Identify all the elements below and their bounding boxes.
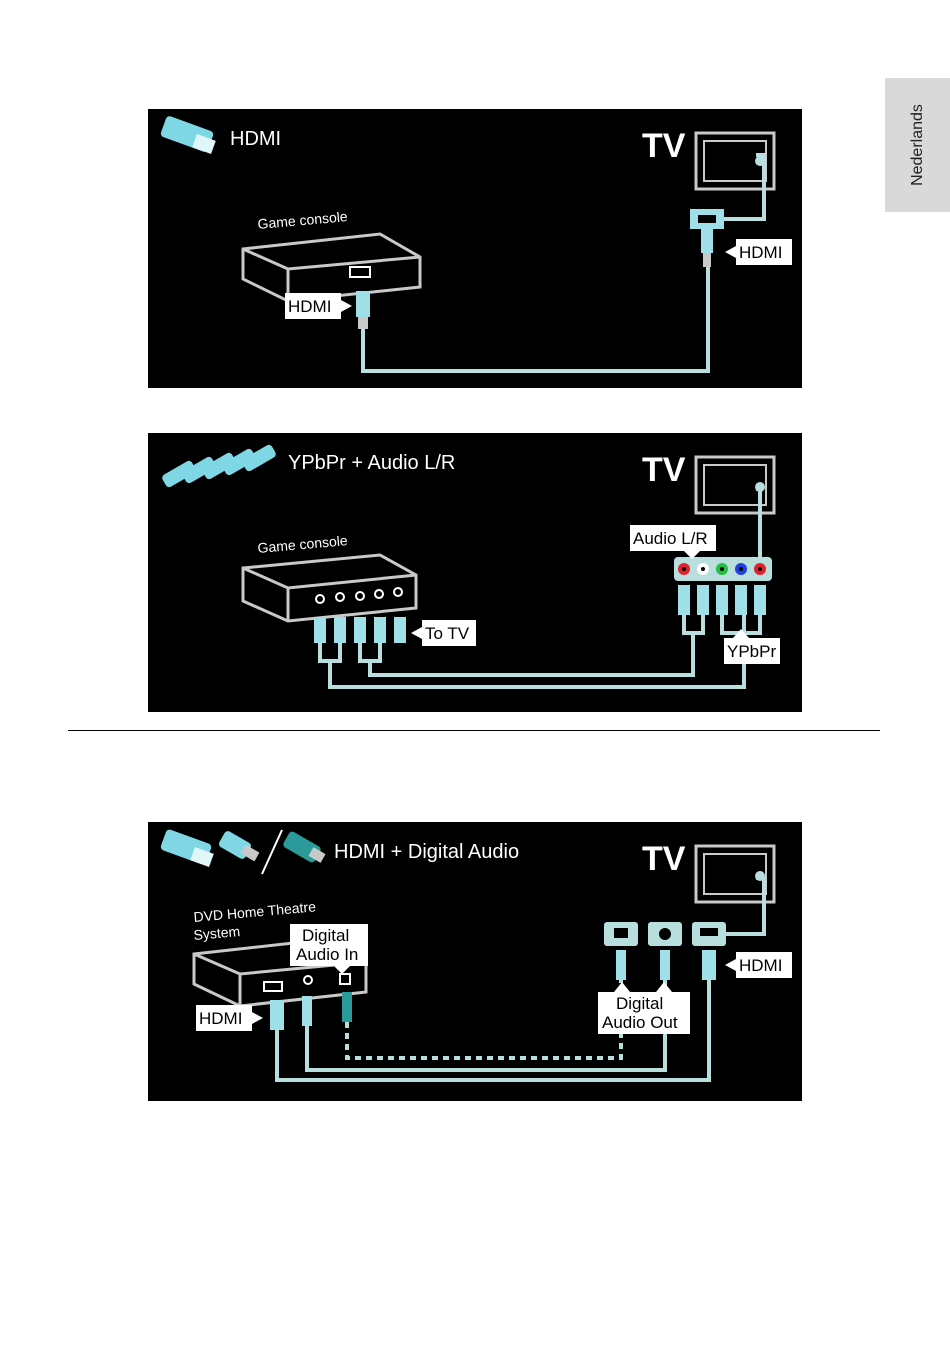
audio-callout: Audio L/R <box>630 525 716 559</box>
diagram-title: YPbPr + Audio L/R <box>288 452 455 474</box>
optical-plug-icon <box>282 830 326 864</box>
svg-text:Digital: Digital <box>616 994 663 1013</box>
hdmi-digital-audio-connection-diagram: HDMI + Digital Audio TV DVD Home Theatre… <box>148 822 802 1101</box>
device-optical-port <box>340 974 350 984</box>
tv-label: TV <box>642 127 686 165</box>
device-rca-ports <box>316 588 402 603</box>
hdmi-cable <box>363 267 708 371</box>
svg-text:HDMI: HDMI <box>739 243 782 262</box>
svg-text:HDMI: HDMI <box>199 1009 242 1028</box>
device-hdmi-callout: HDMI <box>285 293 352 319</box>
game-console-icon <box>243 234 420 301</box>
ypbpr-audio-connection-diagram: YPbPr + Audio L/R TV Game console <box>148 433 802 712</box>
device-label: Game console <box>257 208 349 232</box>
svg-text:HDMI: HDMI <box>739 956 782 975</box>
device-hdmi-port <box>350 267 370 277</box>
device-hdmi-callout: HDMI <box>196 1005 263 1031</box>
device-coax-port <box>304 976 312 984</box>
svg-text:Audio L/R: Audio L/R <box>633 529 708 548</box>
game-console-icon <box>243 555 416 621</box>
tv-label: TV <box>642 451 686 489</box>
device-hdmi-port <box>264 982 282 991</box>
tv-hdmi-callout: HDMI <box>725 952 792 978</box>
audio-cable <box>360 615 703 675</box>
hdmi-plug-icon <box>160 828 214 867</box>
to-tv-callout: To TV <box>411 620 476 646</box>
device-label: Game console <box>257 532 349 556</box>
section-divider <box>68 730 880 731</box>
hdmi-plug-icon <box>160 115 216 154</box>
device-label-line1: DVD Home Theatre <box>193 898 317 925</box>
tv-label: TV <box>642 840 686 878</box>
svg-text:To TV: To TV <box>425 624 470 643</box>
diagram-title: HDMI <box>230 128 281 150</box>
device-label-line2: System <box>193 923 241 943</box>
coaxial-plug-icon <box>218 830 260 862</box>
svg-text:Audio Out: Audio Out <box>602 1013 678 1032</box>
svg-text:Digital: Digital <box>302 926 349 945</box>
rca-plugs-icon <box>161 443 277 488</box>
svg-text:Audio In: Audio In <box>296 945 358 964</box>
tv-hdmi-callout: HDMI <box>725 239 792 265</box>
svg-text:HDMI: HDMI <box>288 297 331 316</box>
language-side-tab: Nederlands <box>885 78 950 212</box>
language-label: Nederlands <box>909 104 927 186</box>
hdmi-connection-diagram: HDMI TV Game console HDMI <box>148 109 802 388</box>
svg-text:YPbPr: YPbPr <box>727 642 776 661</box>
optical-cable <box>347 980 621 1058</box>
digital-audio-out-callout: Digital Audio Out <box>598 982 690 1034</box>
diagram-title: HDMI + Digital Audio <box>334 841 519 863</box>
